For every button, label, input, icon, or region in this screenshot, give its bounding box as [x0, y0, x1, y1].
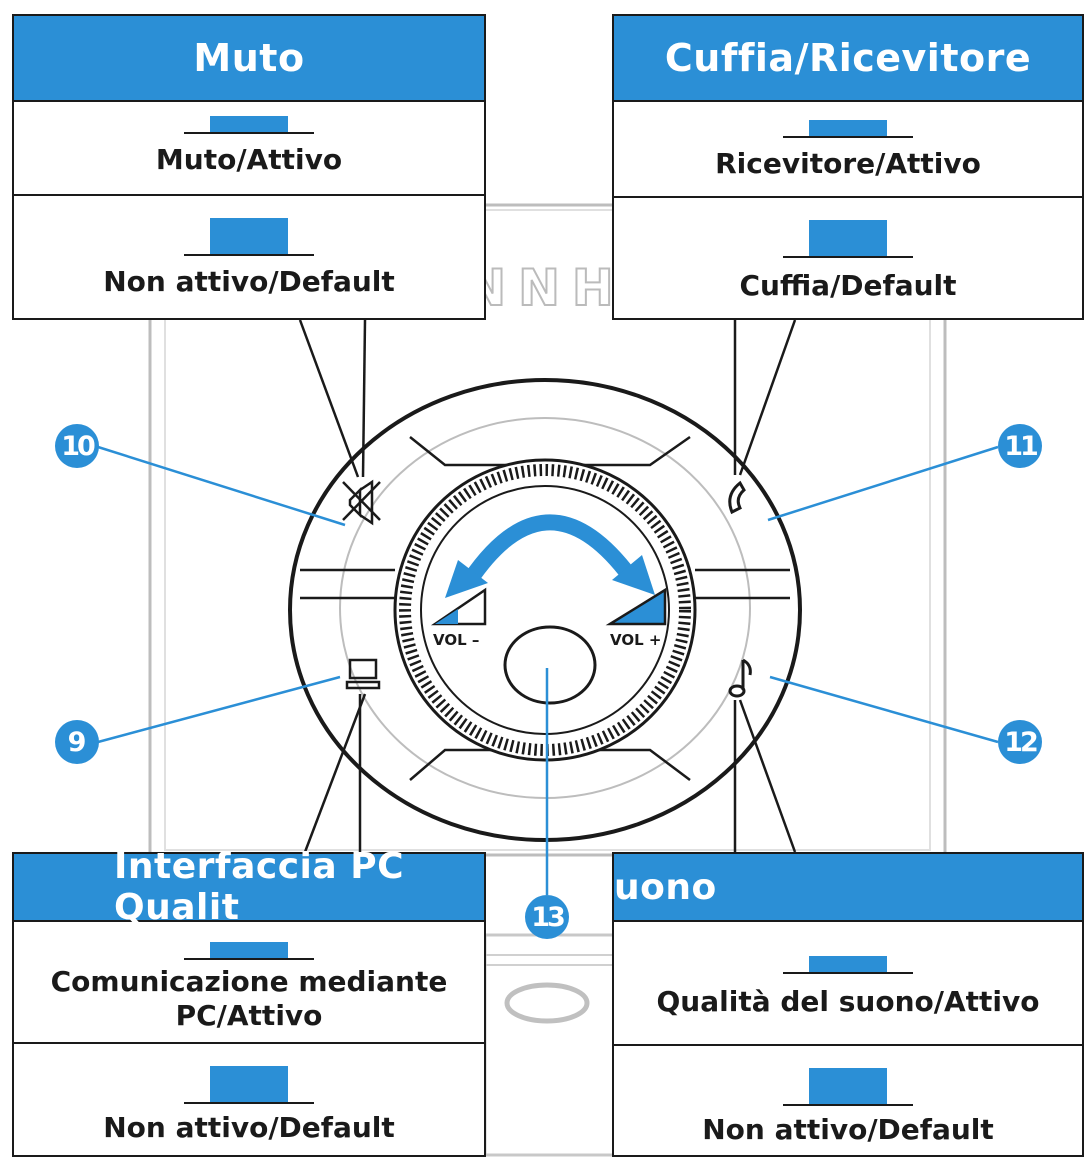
panel-muto-active-row: Muto/Attivo	[14, 102, 484, 194]
music-note-icon	[728, 658, 752, 698]
state-baseline	[184, 958, 314, 960]
pc-icon	[345, 658, 381, 690]
vol-plus-wedge	[605, 587, 667, 626]
panel-pc-default-row: Non attivo/Default	[14, 1042, 484, 1157]
panel-muto-title: Muto	[14, 16, 484, 102]
state-baseline	[184, 1102, 314, 1104]
panel-suono-default-label: Non attivo/Default	[702, 1113, 994, 1146]
panel-suono-default-row: Non attivo/Default	[614, 1044, 1082, 1157]
panel-pc-default-label: Non attivo/Default	[103, 1111, 395, 1144]
callout-sound: 12	[998, 720, 1042, 764]
state-baseline	[783, 1104, 913, 1106]
state-indicator-active	[809, 120, 887, 136]
state-baseline	[783, 972, 913, 974]
panel-pc-active-label-line1: Comunicazione mediante	[50, 965, 448, 998]
center-button	[503, 625, 597, 705]
state-baseline	[184, 254, 314, 256]
vol-minus-wedge	[430, 587, 487, 626]
panel-pc-active-label-line2: PC/Attivo	[175, 999, 323, 1032]
headset-icon	[728, 480, 746, 515]
panel-pc-title: Interfaccia PC Qualit	[14, 846, 484, 928]
state-baseline	[783, 256, 913, 258]
state-baseline	[184, 132, 314, 134]
callout-pc: 9	[55, 720, 99, 764]
panel-suono-active-label: Qualità del suono/Attivo	[656, 985, 1040, 1018]
panel-pc: Interfaccia PC Qualit Comunicazione medi…	[12, 846, 486, 1157]
panel-pc-active-row: Comunicazione mediante PC/Attivo	[14, 922, 484, 1042]
vol-plus-label: VOL +	[610, 631, 661, 649]
panel-cuffia-default-row: Cuffia/Default	[614, 196, 1082, 320]
panel-cuffia: Cuffia/Ricevitore Ricevitore/Attivo Cuff…	[612, 14, 1084, 320]
panel-muto: Muto Muto/Attivo Non attivo/Default	[12, 14, 486, 320]
state-indicator-active	[809, 956, 887, 972]
state-indicator-default	[210, 1066, 288, 1102]
state-indicator-default	[809, 220, 887, 256]
panel-cuffia-active-label: Ricevitore/Attivo	[715, 147, 981, 180]
panel-muto-active-label: Muto/Attivo	[155, 143, 343, 176]
panel-suono: uono Qualità del suono/Attivo Non attivo…	[612, 852, 1084, 1157]
base-button	[504, 982, 590, 1024]
panel-cuffia-title: Cuffia/Ricevitore	[614, 16, 1082, 102]
panel-muto-default-row: Non attivo/Default	[14, 194, 484, 320]
panel-cuffia-default-label: Cuffia/Default	[739, 269, 957, 302]
rotation-arrow	[462, 514, 633, 588]
panel-suono-active-row: Qualità del suono/Attivo	[614, 922, 1082, 1044]
state-indicator-active	[210, 116, 288, 132]
panel-muto-default-label: Non attivo/Default	[103, 265, 395, 298]
state-indicator-active	[210, 942, 288, 958]
device-base	[483, 933, 617, 1157]
panel-suono-title: uono	[614, 854, 1082, 922]
vol-minus-label: VOL –	[433, 631, 479, 649]
callout-volume: 13	[525, 895, 569, 939]
panel-cuffia-active-row: Ricevitore/Attivo	[614, 102, 1082, 196]
mute-icon	[342, 479, 381, 526]
state-indicator-default	[809, 1068, 887, 1104]
state-baseline	[783, 136, 913, 138]
callout-mute: 10	[55, 424, 99, 468]
state-indicator-default	[210, 218, 288, 254]
brand-fragment: NNH	[464, 259, 626, 317]
callout-headset: 11	[998, 424, 1042, 468]
